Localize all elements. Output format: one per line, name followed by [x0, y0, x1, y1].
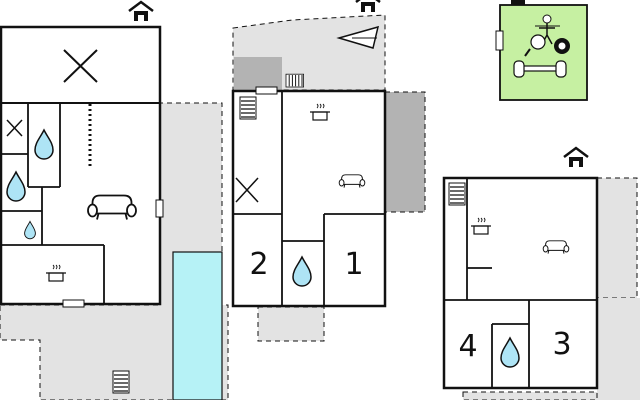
cross-icon [235, 177, 259, 203]
table-tennis-icon [524, 34, 546, 57]
room-number-1: 1 [344, 247, 363, 282]
building-a [0, 25, 164, 308]
stairs-icon [239, 96, 257, 120]
entrance-house-icon [354, 0, 382, 14]
cross-icon [63, 49, 98, 83]
entrance-house-icon [127, 0, 155, 23]
building-c [442, 176, 599, 390]
room-number-2: 2 [249, 247, 268, 282]
stairs-icon [112, 370, 130, 394]
room-number-4: 4 [458, 329, 477, 364]
dumbbell-icon [513, 60, 567, 78]
stairs-icon [448, 182, 466, 206]
outdoor-areas [0, 14, 640, 400]
billiard-ball-icon [554, 38, 570, 54]
parking-arrow-icon [336, 25, 380, 49]
room-number-3: 3 [552, 327, 571, 362]
table-football-icon [535, 14, 560, 45]
amenity-room [495, 0, 588, 101]
pool [172, 251, 223, 400]
entrance-house-icon [562, 146, 590, 169]
cross-icon [6, 119, 23, 137]
stairs-icon [285, 73, 305, 88]
